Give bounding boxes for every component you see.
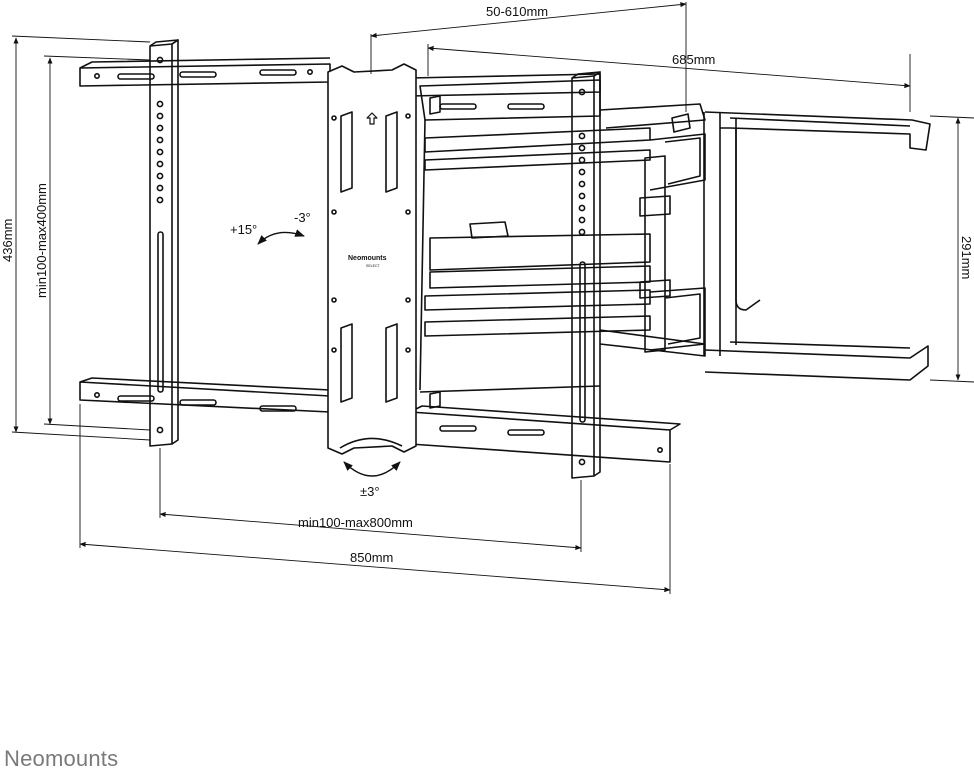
plate-brand-sublabel: SELECT [366, 264, 380, 268]
label-arm-length: 685mm [672, 52, 715, 67]
label-arm-depth: 50-610mm [486, 4, 548, 19]
label-swivel: ±3° [360, 484, 380, 499]
wall-plate [703, 111, 931, 381]
tilt-bracket [419, 79, 601, 409]
articulating-arms [424, 103, 706, 357]
label-wall-plate-height: 291mm [959, 236, 974, 279]
swivel-arrow [343, 461, 401, 477]
dim-line-arm-depth [370, 2, 687, 38]
dim-line-arm-length [427, 45, 911, 89]
tv-arm-left [149, 39, 179, 447]
label-vesa-vertical: min100-max400mm [34, 183, 49, 298]
label-vesa-horizontal: min100-max800mm [298, 515, 413, 530]
label-bracket-height: 436mm [0, 219, 15, 262]
label-tilt-up: +15° [230, 222, 257, 237]
label-bracket-width: 850mm [350, 550, 393, 565]
label-tilt-down: -3° [294, 210, 311, 225]
center-adapter-plate [327, 63, 417, 455]
dim-line-bracket-width [79, 541, 671, 593]
brand-logo: Neomounts [4, 746, 119, 771]
plate-brand-label: Neomounts [348, 255, 387, 262]
tilt-arrow [257, 229, 305, 245]
